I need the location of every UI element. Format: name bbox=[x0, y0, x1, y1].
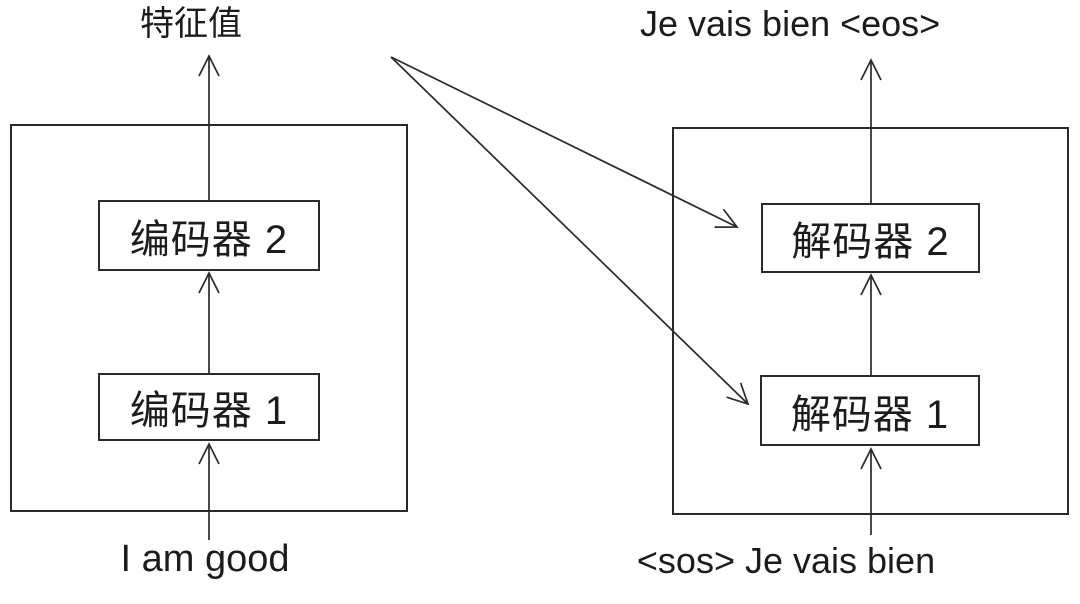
encoder-outer-box bbox=[10, 124, 408, 512]
feature-value-label: 特征值 bbox=[140, 5, 242, 43]
encoder-block-1: 编码器 1 bbox=[98, 373, 320, 441]
decoder-output-label: Je vais bien <eos> bbox=[640, 3, 941, 44]
encoder-input-label: I am good bbox=[120, 538, 290, 580]
decoder-outer-box bbox=[672, 127, 1069, 515]
decoder-block-1: 解码器 1 bbox=[760, 375, 980, 446]
decoder-block-2: 解码器 2 bbox=[761, 203, 980, 273]
encoder-block-2: 编码器 2 bbox=[98, 200, 320, 271]
decoder-input-label: <sos> Je vais bien bbox=[636, 540, 936, 581]
